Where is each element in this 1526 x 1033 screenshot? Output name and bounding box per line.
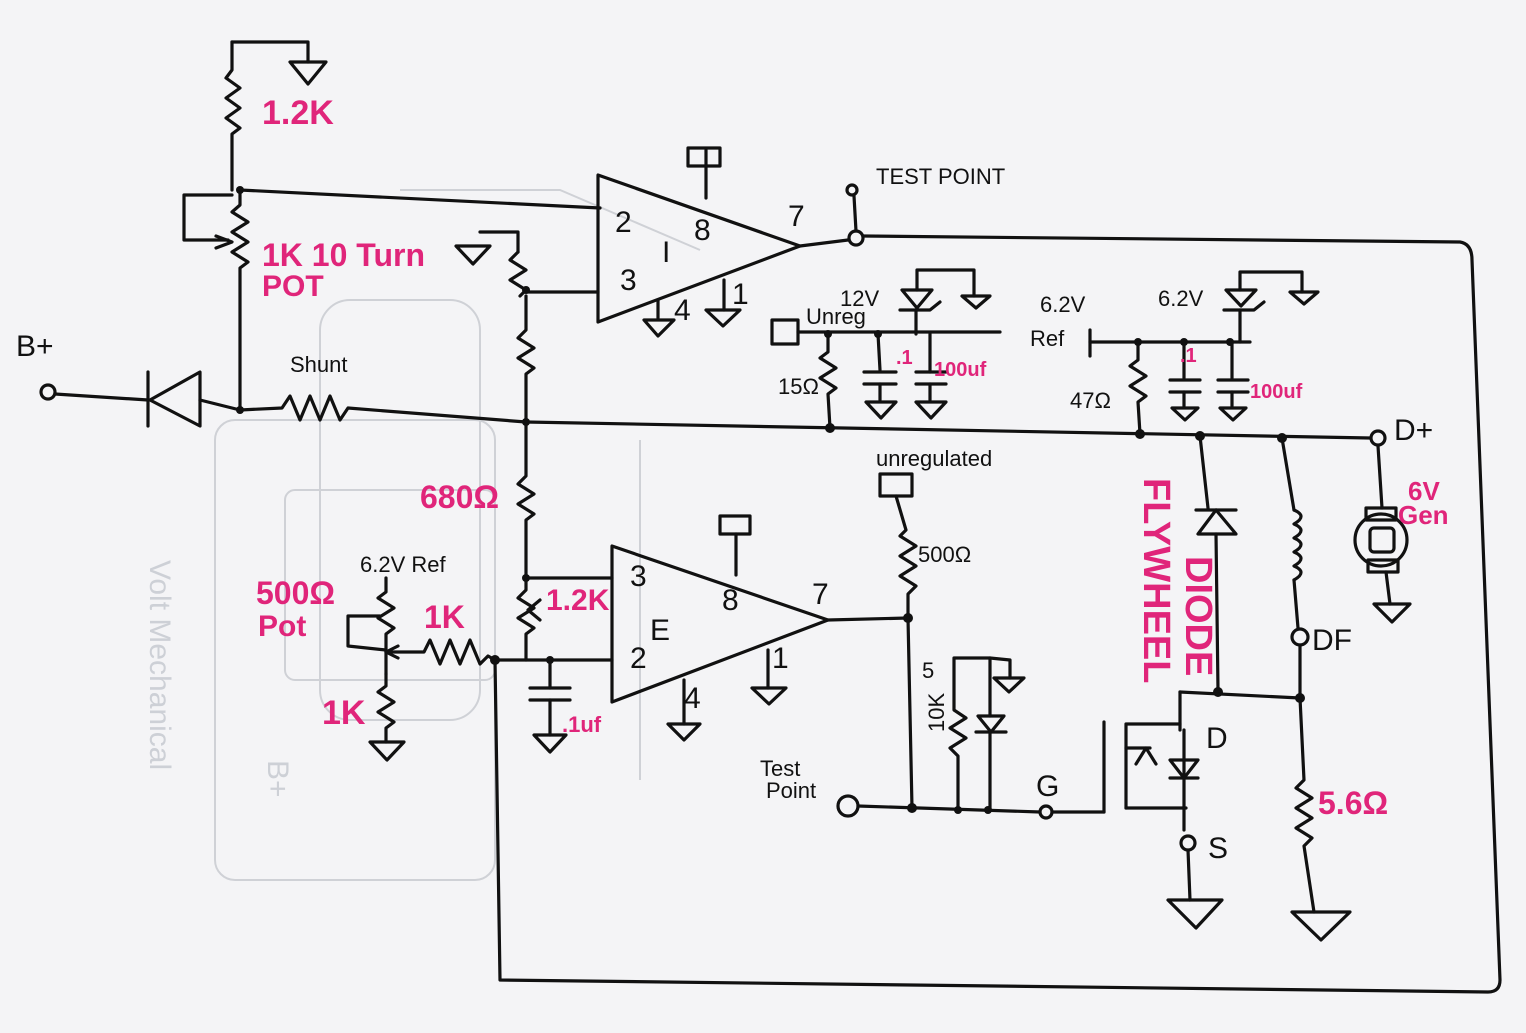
pin-label: 2 (630, 642, 647, 675)
gen-6v-label: 6V (1408, 476, 1440, 506)
ref-6-2v-left-label: 6.2V Ref (360, 552, 446, 577)
pin-label: 8 (694, 214, 711, 247)
pin-label: 8 (722, 584, 739, 617)
feedback-wire (493, 234, 1502, 994)
flywheel-label: FLYWHEEL (1135, 478, 1177, 684)
df-label: DF (1312, 624, 1352, 657)
v6-2-ref-label: 6.2V (1040, 292, 1086, 317)
gate-label: G (1036, 770, 1059, 803)
b-plus-label: B+ (16, 330, 54, 363)
pot-1k-label: 1K 10 Turn (262, 237, 425, 273)
pot-500-sub-label: Pot (258, 610, 306, 643)
pin-label: 2 (615, 206, 632, 239)
opamp-e: 3 8 E 2 4 1 7 (490, 514, 913, 754)
pin-label: 1 (732, 278, 749, 311)
diode-label: DIODE (1177, 556, 1219, 676)
unregulated-label: unregulated (876, 446, 992, 471)
r-1k-bottom-label: 1K (322, 694, 366, 732)
ground-symbol (288, 60, 328, 86)
d-plus-label: D+ (1394, 414, 1433, 447)
cap-0-1uf-label: .1uf (562, 712, 602, 737)
test-point-bottom-label: Point (766, 778, 816, 803)
opamp-i: 2 8 I 3 4 1 7 (524, 146, 850, 338)
r15-label: 15Ω (778, 374, 819, 399)
r47-label: 47Ω (1070, 388, 1111, 413)
source-label: S (1208, 832, 1228, 865)
pin-label: 7 (812, 578, 829, 611)
ref-label: Ref (1030, 326, 1065, 351)
top-divider (182, 40, 602, 414)
pin-label: 3 (630, 560, 647, 593)
cap-100uf-left-label: 100uf (934, 359, 987, 381)
v12-label: 12V (840, 286, 879, 311)
pink-labels: 1.2K 1K 10 Turn POT 680Ω 1.2K 500Ω Pot 1… (256, 94, 1449, 821)
gen-label: Gen (1398, 500, 1449, 530)
pin-label: 4 (684, 682, 701, 715)
ref-supply (1088, 270, 1320, 439)
gate-drive (836, 472, 1106, 820)
r-680-label: 680Ω (420, 479, 499, 515)
ghost-text: Volt Mechanical (143, 560, 176, 770)
cap-100uf-right-label: 100uf (1250, 381, 1303, 403)
shunt-label: Shunt (290, 352, 348, 377)
r-1k-series-label: 1K (424, 599, 465, 635)
r500-label: 500Ω (918, 542, 971, 567)
input-path (39, 370, 1372, 440)
unreg-label: Unreg (806, 304, 866, 329)
drain-label: D (1206, 722, 1228, 755)
zener-5-label: 5 (922, 658, 934, 683)
test-point-top[interactable] (845, 183, 865, 247)
mid-divider (454, 230, 614, 662)
unreg-supply (770, 268, 1002, 433)
opamp-label: E (650, 614, 670, 647)
r-1-2k-mid-label: 1.2K (546, 584, 610, 617)
output-stage (1102, 429, 1412, 942)
pin-label: 7 (788, 200, 805, 233)
cap-1-right-label: .1 (1180, 345, 1197, 367)
pin-label: 4 (674, 294, 691, 327)
pot-label: POT (262, 270, 324, 303)
r-5-6-label: 5.6Ω (1318, 785, 1388, 821)
ghost-bleed-through: Volt Mechanical B+ (143, 189, 701, 881)
test-point-bottom-label: Test (760, 756, 800, 781)
pin-label: 3 (620, 264, 637, 297)
zener-6-2-label: 6.2V (1158, 286, 1204, 311)
ghost-text: B+ (261, 760, 294, 798)
r10k-label: 10K (924, 693, 949, 732)
ink-labels: B+ Shunt TEST POINT 12V Unreg 15Ω 6.2V R… (16, 164, 1433, 865)
b-plus-terminal[interactable] (39, 383, 57, 401)
test-point-top-label: TEST POINT (876, 164, 1005, 189)
pin-label: 1 (772, 642, 789, 675)
opamp-label: I (662, 236, 670, 269)
pot-500-label: 500Ω (256, 575, 335, 611)
r-1-2k-top-label: 1.2K (262, 94, 334, 132)
cap-1-label: .1 (896, 347, 913, 369)
ref-divider-left (346, 576, 497, 762)
